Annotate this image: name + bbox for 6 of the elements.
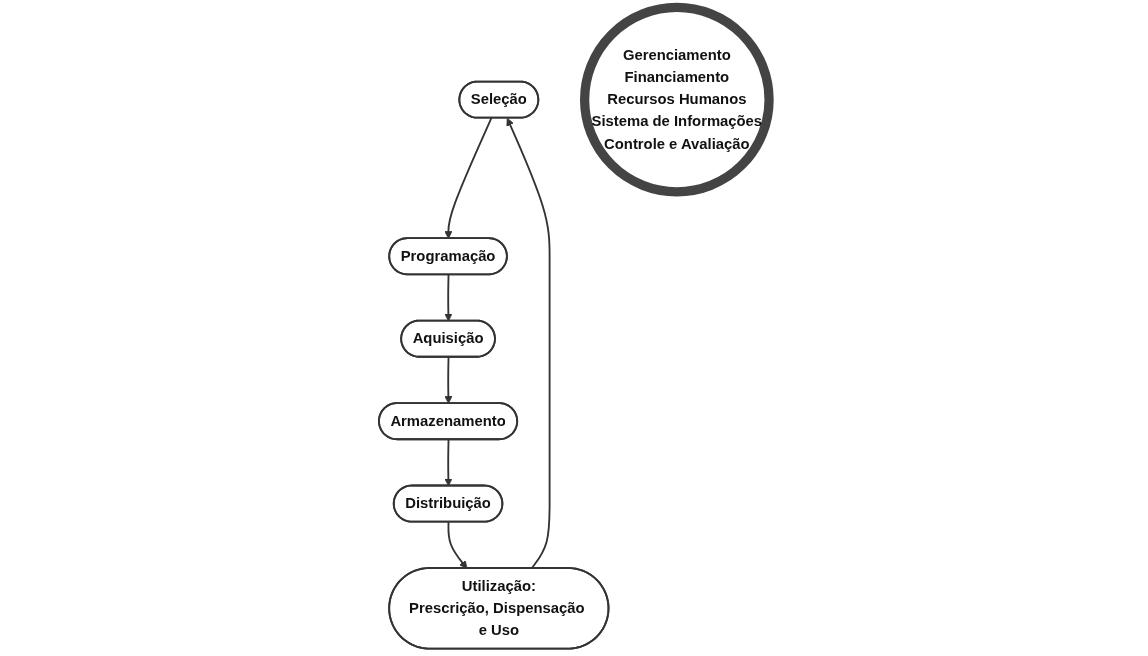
node-circle: Gerenciamento Financiamento Recursos Humanos Sistema de Informações Controle e Avaliação [580,2,774,197]
arrow [444,273,453,322]
arrow [444,438,453,487]
arrow [447,521,468,569]
arrow [444,356,453,404]
arrow [444,117,493,239]
